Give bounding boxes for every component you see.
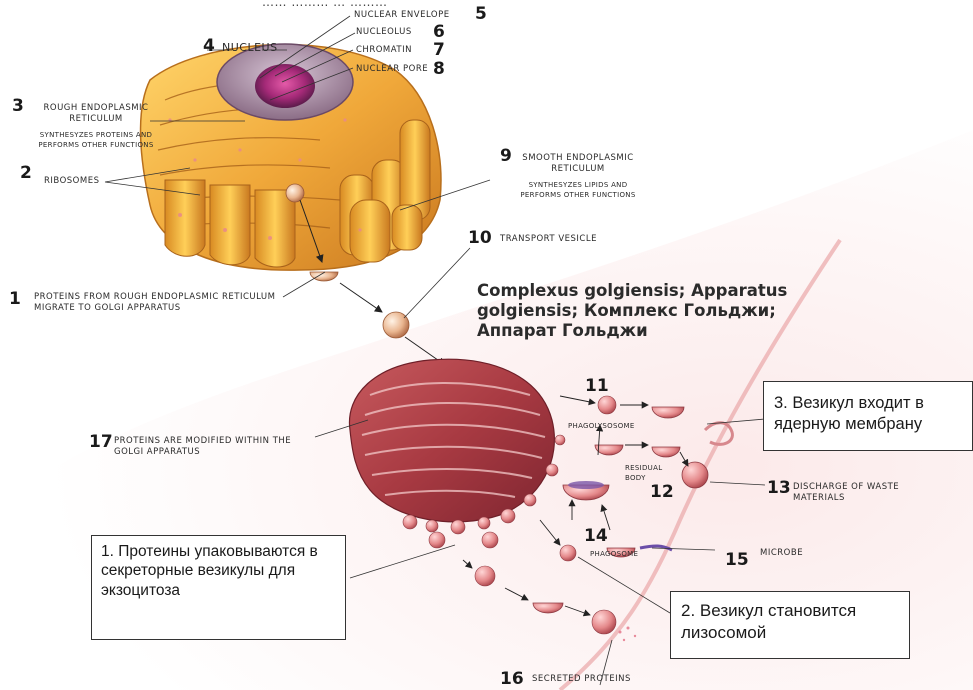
label-chromatin: Chromatin	[356, 45, 412, 56]
label-phagosome: Phagosome	[590, 550, 638, 560]
label-nucleus: Nucleus	[222, 41, 278, 56]
annotation-box-3: 3. Везикул входит в ядерную мембрану	[763, 381, 973, 451]
label-residual-body: Residual body	[625, 464, 665, 484]
diagram-title: Complexus golgiensis; Apparatus golgiens…	[477, 281, 807, 341]
number-8: 8	[433, 59, 445, 79]
label-smooth-er-description: Synthesyzes lipids and performs other fu…	[516, 181, 640, 201]
label-proteins-migrate: Proteins from rough endoplasmic reticulu…	[34, 292, 294, 315]
number-12: 12	[650, 482, 674, 502]
label-discharge-waste: Discharge of waste materials	[793, 482, 923, 505]
label-ribosomes: Ribosomes	[44, 176, 99, 187]
annotation-box-1: 1. Протеины упаковываются в секреторные …	[91, 535, 346, 640]
label-phagolysosome: Phagolysosome	[568, 422, 635, 432]
label-smooth-er: Smooth endoplasmic reticulum	[518, 153, 638, 176]
number-7: 7	[433, 40, 445, 60]
number-17: 17	[89, 432, 113, 452]
label-secreted-proteins: Secreted proteins	[532, 674, 631, 685]
label-microbe: Microbe	[760, 548, 803, 559]
label-nuclear-pore: Nuclear pore	[356, 64, 428, 75]
number-6: 6	[433, 22, 445, 42]
number-13: 13	[767, 478, 791, 498]
transport-vesicle	[383, 312, 409, 338]
budding-vesicle	[310, 272, 338, 281]
number-4: 4	[203, 36, 215, 56]
label-nucleolus: Nucleolus	[356, 27, 412, 38]
number-15: 15	[725, 550, 749, 570]
label-proteins-modified: Proteins are modified within the Golgi a…	[114, 436, 314, 459]
label-rough-er-description: Synthesyzes proteins and performs other …	[36, 131, 156, 151]
number-3: 3	[12, 96, 24, 116]
number-14: 14	[584, 526, 608, 546]
number-10: 10	[468, 228, 492, 248]
number-1: 1	[9, 289, 21, 309]
label-rough-er: Rough endoplasmic reticulum	[36, 103, 156, 126]
label-transport-vesicle: Transport vesicle	[500, 234, 597, 245]
number-9: 9	[500, 146, 512, 166]
number-5: 5	[475, 4, 487, 24]
label-nuclear-envelope: Nuclear envelope	[354, 10, 450, 21]
number-2: 2	[20, 163, 32, 183]
top-caption: …… ……… … ………	[262, 0, 387, 10]
annotation-box-2: 2. Везикул становится лизосомой	[670, 591, 910, 659]
number-11: 11	[585, 376, 609, 396]
number-16: 16	[500, 669, 524, 689]
